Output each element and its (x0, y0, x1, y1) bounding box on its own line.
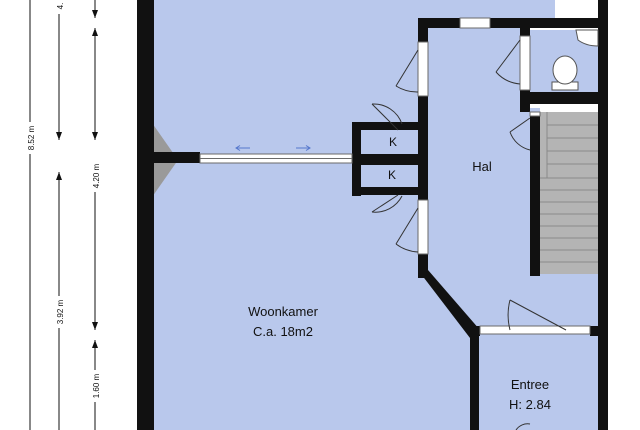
sink-icon (575, 29, 599, 47)
wall-hall-left-3 (418, 254, 428, 278)
toilet-bowl-icon (552, 55, 578, 85)
staircase (540, 112, 598, 274)
door-leaf-hall-lower (395, 207, 419, 245)
label-living-name: Woonkamer (248, 304, 319, 319)
wall-closet-top (361, 122, 421, 130)
wall-hall-left (418, 18, 428, 42)
wall-left-outer (137, 0, 154, 430)
door-leaf-entrance (509, 299, 567, 331)
wall-toilet-left (520, 18, 530, 36)
dim-label-upper: 4.20 m (92, 163, 101, 188)
wall-closet-mid (352, 154, 427, 165)
dim-label-lower: 3.92 m (56, 299, 65, 324)
door-frame-toilet (519, 35, 531, 91)
dimension-labels: 8.52 m 3.92 m 4.20 m 1.60 m 4. (26, 0, 102, 402)
door-leaf-stairs (509, 117, 531, 133)
stair-steps (540, 112, 598, 263)
wall-left-stub (137, 152, 200, 163)
dim-label-bottom: 1.60 m (92, 373, 101, 398)
door-leaf-closet-upper (371, 103, 399, 131)
upper-strip-floor (420, 0, 555, 22)
label-hall: Hal (472, 159, 492, 174)
wall-toilet-top (530, 18, 598, 28)
wall-hall-top-2 (490, 18, 530, 28)
wall-stairs-left (530, 112, 540, 276)
wall-closet-bottom (361, 187, 421, 195)
door-swings (371, 39, 567, 430)
wall-right-top (598, 0, 608, 18)
wall-hall-top (418, 18, 460, 28)
door-leaf-closet-lower (371, 194, 399, 213)
label-entrance-height: H: 2.84 (509, 397, 551, 412)
room-labels: Woonkamer C.a. 18m2 Hal Entree H: 2.84 K… (248, 135, 551, 412)
label-entrance-name: Entree (511, 377, 549, 392)
dim-label-top-cut: 4. (56, 3, 65, 10)
walls (137, 0, 608, 430)
label-living-area: C.a. 18m2 (253, 324, 313, 339)
door-frames (417, 17, 591, 335)
door-frame-entrance (479, 325, 591, 335)
wall-entrance-top-left (470, 326, 480, 336)
door-frame-top (459, 17, 491, 29)
door-leaf-hall-upper (395, 49, 419, 87)
door-leaf-entrance-bottom (515, 423, 531, 430)
stair-block (540, 112, 598, 274)
wall-right-outer (598, 18, 608, 430)
wall-entrance-left (470, 330, 479, 430)
living-room-floor (150, 0, 420, 430)
label-closet-lower: K (388, 168, 396, 182)
wall-entrance-top-right (590, 326, 608, 336)
toilet-fixtures (551, 29, 599, 91)
door-frame-hall-upper (417, 41, 429, 97)
door-leaf-toilet (495, 39, 521, 73)
wall-toilet-bottom (520, 92, 598, 104)
entrance-floor (478, 334, 598, 430)
wall-hall-diagonal (418, 270, 480, 338)
door-frame-hall-lower (417, 199, 429, 255)
sliding-door (199, 145, 353, 164)
label-closet-upper: K (389, 135, 397, 149)
door-frame-stairs (529, 111, 541, 117)
wall-hall-left-2 (418, 96, 428, 200)
dim-label-total: 8.52 m (27, 125, 36, 150)
